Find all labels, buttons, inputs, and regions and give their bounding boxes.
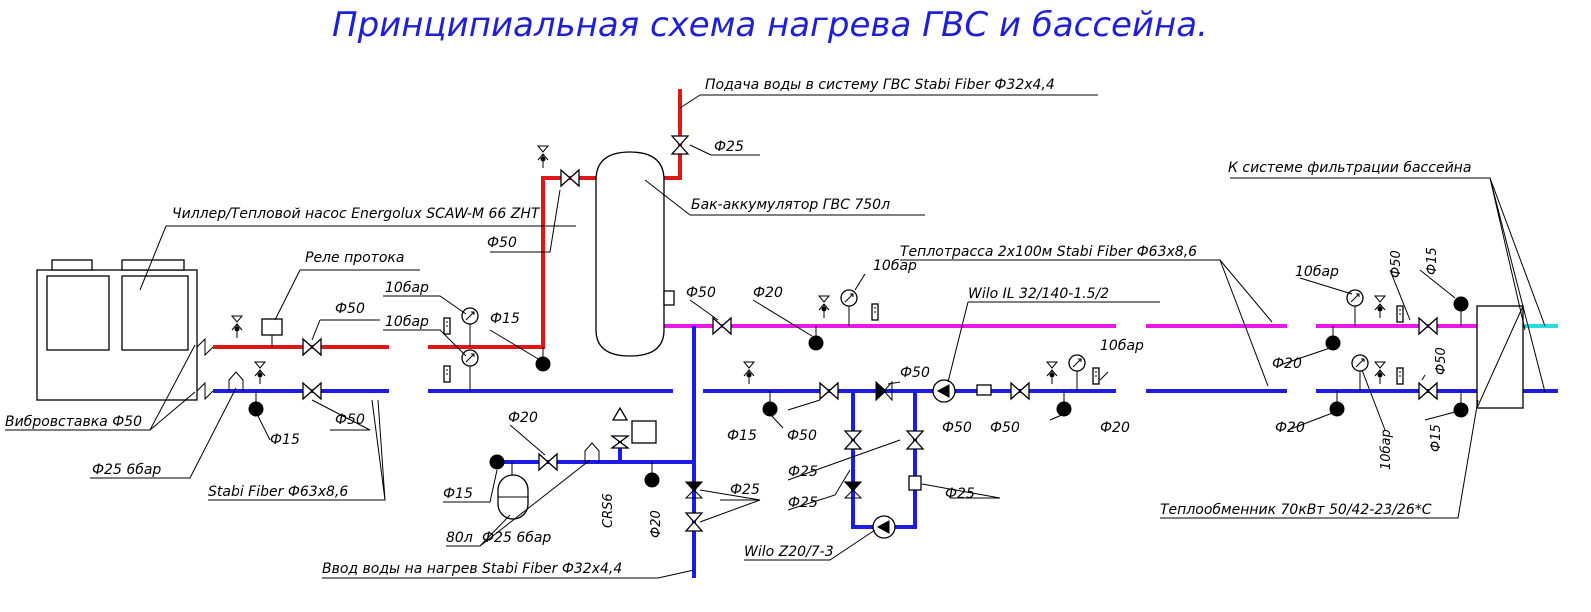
- flow-relay: [261, 318, 283, 336]
- label-chiller: Чиллер/Тепловой насос Energolux SCAW-M 6…: [172, 206, 541, 222]
- label-d25-6bar-b: Ф25 6бар: [482, 530, 551, 546]
- check-valve-icon: [684, 380, 893, 499]
- label-filtration: К системе фильтрации бассейна: [1228, 160, 1471, 176]
- label-d20-a: Ф20: [508, 410, 538, 426]
- pressure-gauge-icon: [461, 289, 1369, 391]
- label-d15-a: Ф15: [490, 311, 520, 327]
- label-d50-g: Ф50: [990, 420, 1020, 436]
- label-d50-h: Ф50: [1389, 250, 1404, 278]
- chiller-unit: [36, 259, 198, 401]
- label-p10-b: 10бар: [385, 314, 429, 330]
- drain-tap-icon: [248, 296, 1469, 488]
- label-d50-riser: Ф50: [487, 235, 517, 251]
- label-crs6: CRS6: [601, 493, 616, 528]
- label-d15-d: Ф15: [727, 428, 757, 444]
- ball-valve-icon: [302, 135, 1438, 532]
- leader-lines: [5, 94, 1546, 579]
- dhw-storage-tank: [595, 151, 675, 357]
- label-inlet: Ввод воды на нагрев Stabi Fiber Ф32х4,4: [322, 561, 622, 577]
- label-stabi-63: Stabi Fiber Ф63х8,6: [208, 484, 348, 500]
- label-tank: Бак-аккумулятор ГВС 750л: [691, 197, 890, 213]
- label-dhw-supply: Подача воды в систему ГВС Stabi Fiber Ф3…: [705, 77, 1055, 93]
- expansion-tank: [497, 462, 529, 520]
- label-heatline: Теплотрасса 2х100м Stabi Fiber Ф63х8,6: [900, 244, 1197, 260]
- label-d25-e: Ф25: [788, 495, 818, 511]
- label-d25-f: Ф25: [945, 486, 975, 502]
- label-d15-c: Ф15: [443, 486, 473, 502]
- crs6-controller: [631, 420, 657, 444]
- vibration-insert-icon: [196, 337, 214, 401]
- label-wilo-z: Wilo Z20/7-3: [744, 544, 834, 560]
- label-p10-a: 10бар: [385, 280, 429, 296]
- label-d15-e: Ф15: [1425, 247, 1440, 275]
- label-hex: Теплообменник 70кВт 50/42-23/26*С: [1160, 502, 1432, 518]
- label-p10-d: 10бар: [1100, 338, 1144, 354]
- label-wilo-il: Wilo IL 32/140-1.5/2: [968, 286, 1109, 302]
- label-d20-d: Ф20: [1100, 420, 1130, 436]
- label-d25-d: Ф25: [788, 464, 818, 480]
- label-vibro: Вибровставка Ф50: [5, 414, 142, 430]
- filter-icon: [908, 384, 992, 491]
- label-flow-relay: Реле протока: [305, 250, 404, 266]
- label-d15-b: Ф15: [270, 432, 300, 448]
- page-title: Принципиальная схема нагрева ГВС и бассе…: [332, 5, 1208, 45]
- label-d50-mag: Ф50: [686, 285, 716, 301]
- label-d50-i: Ф50: [1434, 347, 1449, 375]
- heat-exchanger: [1476, 305, 1524, 409]
- label-d50-blue: Ф50: [335, 412, 365, 428]
- label-d25-top: Ф25: [714, 139, 744, 155]
- dhw-supply-pipe: [664, 89, 682, 180]
- label-d25-c: Ф25: [730, 482, 760, 498]
- label-d15-f: Ф15: [1429, 424, 1444, 452]
- label-d50-red: Ф50: [335, 301, 365, 317]
- label-d50-f: Ф50: [942, 420, 972, 436]
- label-p10-f: 10бар: [1379, 429, 1394, 470]
- label-d20-b: Ф20: [649, 510, 664, 538]
- label-d25-6bar: Ф25 6бар: [92, 462, 161, 478]
- label-d20-c: Ф20: [753, 285, 783, 301]
- label-d20-f: Ф20: [1275, 420, 1305, 436]
- bypass-loop-pipe: [851, 391, 917, 529]
- label-p10-e: 10бар: [1295, 264, 1339, 280]
- air-vent-icon: [231, 145, 1386, 385]
- label-d20-e: Ф20: [1272, 356, 1302, 372]
- safety-valve-icon: [228, 371, 630, 462]
- label-p10-c: 10бар: [873, 258, 917, 274]
- label-d50-d: Ф50: [900, 365, 930, 381]
- label-d50-e: Ф50: [787, 428, 817, 444]
- label-tank-80: 80л: [446, 530, 473, 546]
